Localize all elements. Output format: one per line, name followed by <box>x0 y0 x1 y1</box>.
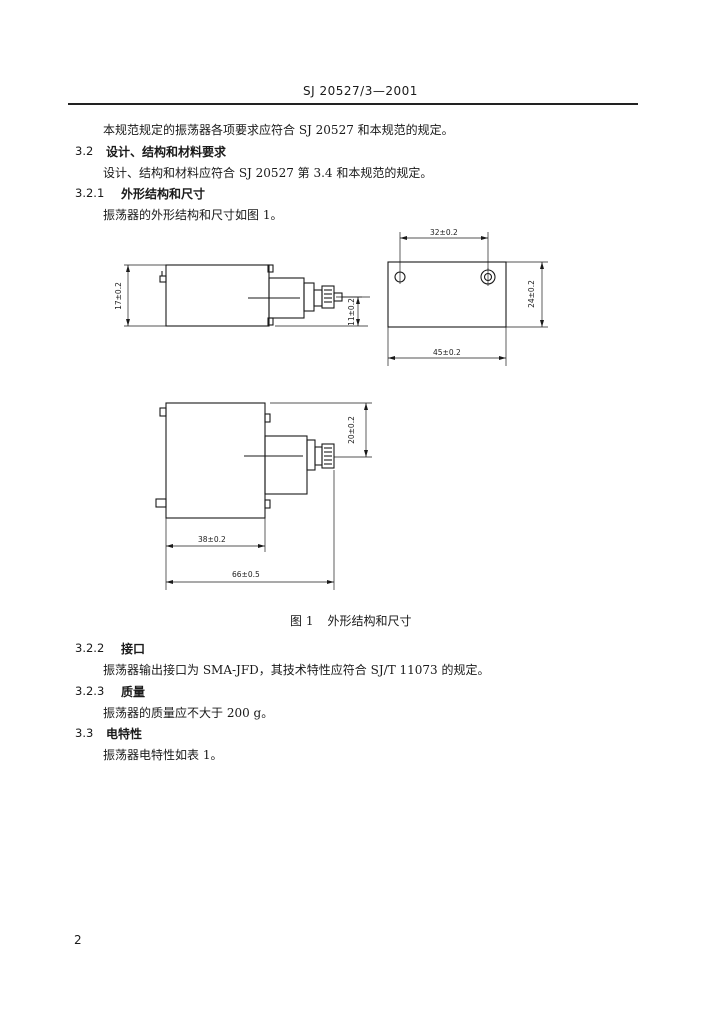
section-3-2-title: 设计、结构和材料要求 <box>106 145 227 159</box>
side-view-sma-connector <box>321 285 335 309</box>
front-view-body <box>165 402 266 519</box>
side-view <box>124 264 370 327</box>
section-3-3-title: 电特性 <box>106 727 143 741</box>
section-3-2-1-paragraph: 振荡器的外形结构和尺寸如图 1。 <box>103 208 283 222</box>
section-3-2-3-number: 3.2.3 <box>75 684 105 698</box>
section-3-2-paragraph: 设计、结构和材料应符合 SJ 20527 第 3.4 和本规范的规定。 <box>103 166 433 180</box>
side-view-flange <box>303 282 315 312</box>
side-view-body <box>165 264 270 327</box>
header-rule <box>68 103 638 105</box>
figure-1-title: 外形结构和尺寸 <box>327 614 412 628</box>
section-3-2-2-title: 接口 <box>121 642 146 656</box>
front-view-tab-bottom <box>264 499 271 509</box>
section-3-3-paragraph: 振荡器电特性如表 1。 <box>103 748 223 762</box>
front-view-connector-housing <box>264 435 308 495</box>
section-3-2-2-paragraph: 振荡器输出接口为 SMA-JFD，其技术特性应符合 SJ/T 11073 的规定… <box>103 663 490 677</box>
front-view <box>155 402 372 590</box>
figure-1-label: 图 1 <box>290 614 314 628</box>
front-view-flange <box>306 439 316 471</box>
side-view-pin <box>159 275 167 283</box>
side-view-tab-top <box>267 264 274 273</box>
front-view-nut <box>314 446 323 466</box>
section-3-2-1-number: 3.2.1 <box>75 186 105 200</box>
document-code: SJ 20527/3—2001 <box>303 84 418 98</box>
front-view-tab-top <box>264 413 271 423</box>
section-3-2-3-paragraph: 振荡器的质量应不大于 200 g。 <box>103 706 274 720</box>
section-3-2-1-title: 外形结构和尺寸 <box>121 187 206 201</box>
section-3-3-number: 3.3 <box>75 726 94 740</box>
dim-label-66: 66±0.5 <box>232 570 260 579</box>
front-view-sma-connector <box>321 443 335 469</box>
figure-1-drawing: 32±0.2 45±0.2 24±0.2 17±0.2 11±0.2 20±0.… <box>114 228 548 590</box>
figure-1-caption: 图 1 外形结构和尺寸 <box>290 612 411 629</box>
section-3-2-3-title: 质量 <box>121 685 146 699</box>
dim-label-38: 38±0.2 <box>198 535 226 544</box>
dim-label-24: 24±0.2 <box>527 280 536 308</box>
dim-label-32: 32±0.2 <box>430 228 458 237</box>
front-view-pin-bottom <box>155 498 167 508</box>
section-3-2-2-number: 3.2.2 <box>75 641 105 655</box>
dim-label-11: 11±0.2 <box>347 298 356 326</box>
intro-paragraph: 本规范规定的振荡器各项要求应符合 SJ 20527 和本规范的规定。 <box>103 123 454 137</box>
top-view-body <box>387 261 507 328</box>
dim-label-17: 17±0.2 <box>114 282 123 310</box>
section-3-2-number: 3.2 <box>75 144 94 158</box>
side-view-nut <box>313 289 323 307</box>
front-view-pin-top <box>159 407 167 417</box>
page-number: 2 <box>74 933 82 947</box>
top-view <box>387 232 548 366</box>
dim-label-45: 45±0.2 <box>433 348 461 357</box>
dim-label-20: 20±0.2 <box>347 416 356 444</box>
